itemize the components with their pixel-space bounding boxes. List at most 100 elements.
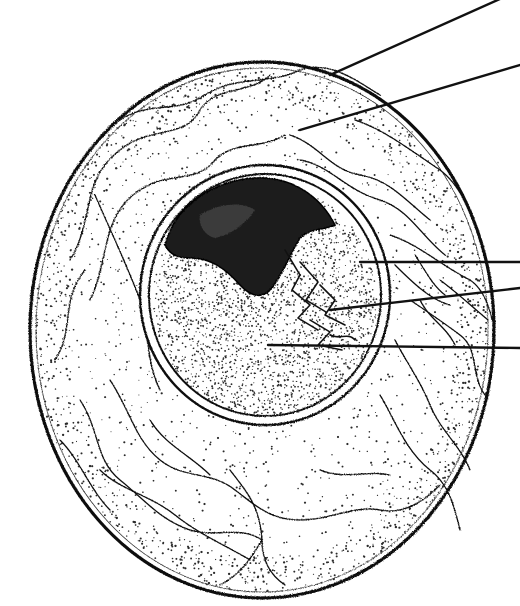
nucleoplasm-dot xyxy=(240,405,241,406)
cytoplasm-dot xyxy=(388,174,389,175)
cytoplasm-dot xyxy=(422,197,424,199)
cytoplasm-dot xyxy=(367,545,369,547)
nucleoplasm-dot xyxy=(176,370,178,372)
nucleoplasm-dot xyxy=(245,351,246,352)
cytoplasm-dot xyxy=(179,572,180,573)
nucleoplasm-dot xyxy=(324,279,326,281)
nucleoplasm-dot xyxy=(369,279,370,280)
cytoplasm-dot xyxy=(210,93,211,94)
cytoplasm-dot xyxy=(315,76,316,77)
nucleoplasm-dot xyxy=(287,360,289,362)
nucleoplasm-dot xyxy=(172,340,173,341)
nucleoplasm-dot xyxy=(312,368,313,369)
nucleoplasm-dot xyxy=(307,392,309,394)
cytoplasm-dot xyxy=(130,443,132,445)
cytoplasm-dot xyxy=(471,344,473,346)
nucleoplasm-dot xyxy=(306,243,307,244)
cytoplasm-dot xyxy=(122,137,124,139)
nucleoplasm-dot xyxy=(333,265,335,267)
nucleoplasm-dot xyxy=(262,374,263,375)
cytoplasm-dot xyxy=(35,332,36,333)
nucleoplasm-dot xyxy=(370,309,371,310)
nucleoplasm-dot xyxy=(340,328,342,330)
nucleoplasm-dot xyxy=(293,406,294,407)
nucleoplasm-dot xyxy=(184,368,185,369)
cytoplasm-dot xyxy=(125,158,127,160)
nucleoplasm-dot xyxy=(197,345,198,346)
nucleoplasm-dot xyxy=(204,393,205,394)
cytoplasm-dot xyxy=(55,413,57,415)
nucleoplasm-dot xyxy=(257,323,259,325)
cytoplasm-dot xyxy=(266,590,268,592)
cytoplasm-dot xyxy=(312,104,314,106)
cytoplasm-dot xyxy=(483,306,485,308)
cytoplasm-dot xyxy=(217,437,219,439)
cytoplasm-dot xyxy=(189,470,191,472)
nucleoplasm-dot xyxy=(372,274,373,275)
cytoplasm-dot xyxy=(236,126,238,128)
cytoplasm-dot xyxy=(78,367,79,368)
cytoplasm-dot xyxy=(147,122,149,124)
nucleoplasm-dot xyxy=(326,384,327,385)
cytoplasm-dot xyxy=(247,567,249,569)
cytoplasm-dot xyxy=(65,368,67,370)
nucleoplasm-dot xyxy=(370,301,372,303)
nucleoplasm-dot xyxy=(206,336,207,337)
cytoplasm-dot xyxy=(423,175,425,177)
cytoplasm-dot xyxy=(450,472,451,473)
nucleoplasm-dot xyxy=(317,198,318,199)
nucleoplasm-dot xyxy=(314,242,315,243)
nucleoplasm-dot xyxy=(240,389,241,390)
cytoplasm-dot xyxy=(249,156,250,157)
cytoplasm-dot xyxy=(268,507,270,509)
cytoplasm-dot xyxy=(300,571,302,573)
nucleoplasm-dot xyxy=(272,330,273,331)
nucleoplasm-dot xyxy=(215,392,216,393)
nucleoplasm-dot xyxy=(221,395,222,396)
nucleoplasm-dot xyxy=(322,305,323,306)
cytoplasm-dot xyxy=(409,481,411,483)
cytoplasm-dot xyxy=(319,500,321,502)
cytoplasm-dot xyxy=(80,432,82,434)
cytoplasm-dot xyxy=(64,304,66,306)
cytoplasm-dot xyxy=(83,481,85,483)
nucleoplasm-dot xyxy=(318,332,319,333)
cytoplasm-dot xyxy=(266,559,267,560)
nucleoplasm-dot xyxy=(336,301,338,303)
cytoplasm-dot xyxy=(55,283,57,285)
cytoplasm-dot xyxy=(114,495,116,497)
cytoplasm-dot xyxy=(155,463,157,465)
nucleoplasm-dot xyxy=(176,320,177,321)
cytoplasm-dot xyxy=(376,415,378,417)
cytoplasm-dot xyxy=(461,220,463,222)
cytoplasm-dot xyxy=(459,242,460,243)
cytoplasm-dot xyxy=(238,508,240,510)
nucleoplasm-dot xyxy=(301,395,303,397)
nucleoplasm-dot xyxy=(187,261,189,263)
nucleoplasm-dot xyxy=(228,377,229,378)
cytoplasm-dot xyxy=(51,419,53,421)
nucleoplasm-dot xyxy=(303,331,305,333)
cytoplasm-dot xyxy=(156,467,157,468)
nucleoplasm-dot xyxy=(240,314,241,315)
nucleoplasm-dot xyxy=(322,334,323,335)
nucleoplasm-dot xyxy=(303,275,305,277)
nucleoplasm-dot xyxy=(196,387,197,388)
nucleoplasm-dot xyxy=(286,314,287,315)
cytoplasm-dot xyxy=(398,521,400,523)
cytoplasm-dot xyxy=(241,100,243,102)
nucleoplasm-dot xyxy=(197,385,199,387)
nucleoplasm-dot xyxy=(260,361,262,363)
nucleoplasm-dot xyxy=(306,335,308,337)
nucleoplasm-dot xyxy=(196,360,197,361)
nucleoplasm-dot xyxy=(290,353,291,354)
cytoplasm-dot xyxy=(46,340,48,342)
nucleoplasm-dot xyxy=(234,402,236,404)
nucleoplasm-dot xyxy=(183,291,185,293)
nucleoplasm-dot xyxy=(201,306,203,308)
cytoplasm-dot xyxy=(77,455,79,457)
cytoplasm-dot xyxy=(387,189,389,191)
nucleoplasm-dot xyxy=(243,391,244,392)
nucleoplasm-dot xyxy=(197,392,198,393)
nucleoplasm-dot xyxy=(174,301,176,303)
